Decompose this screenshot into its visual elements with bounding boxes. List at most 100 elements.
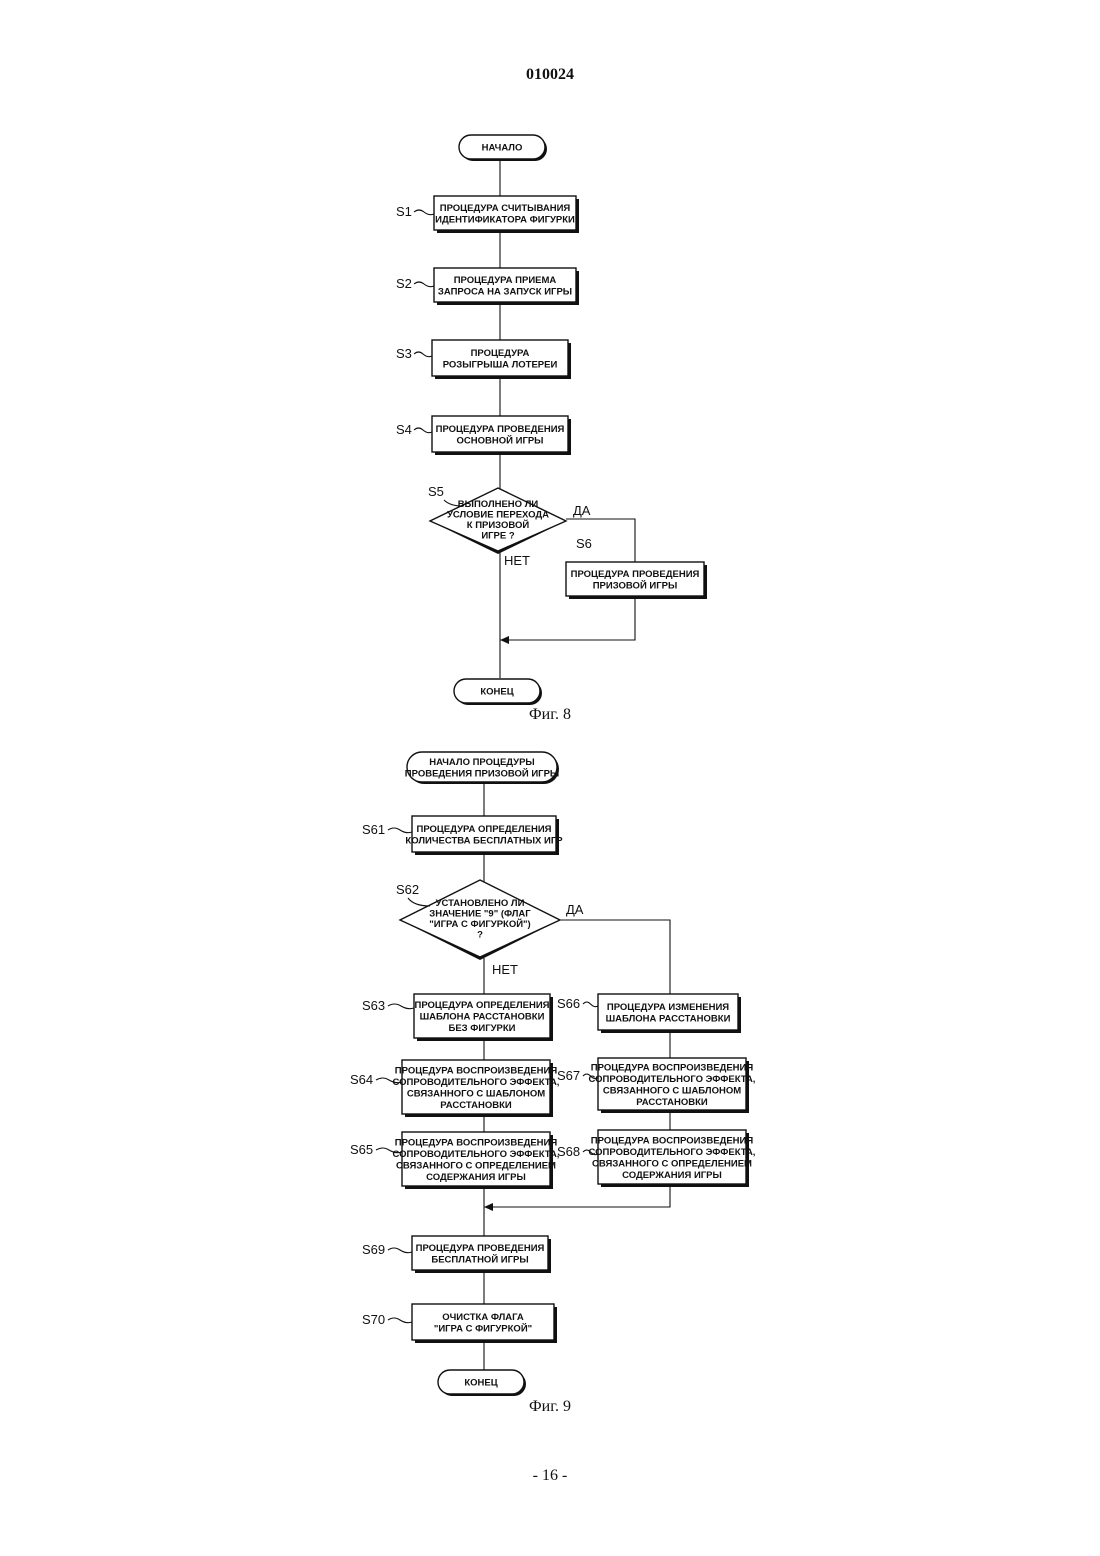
node-text-line: СОДЕРЖАНИЯ ИГРЫ xyxy=(426,1172,526,1183)
fig9-merge-arrow xyxy=(484,1203,493,1211)
decision-no-label: НЕТ xyxy=(504,553,530,568)
s5-decision: ВЫПОЛНЕНО ЛИУСЛОВИЕ ПЕРЕХОДАК ПРИЗОВОЙИГ… xyxy=(430,488,566,554)
node-text-line: СОПРОВОДИТЕЛЬНОГО ЭФФЕКТА, xyxy=(589,1074,756,1085)
node-text-line: "ИГРА С ФИГУРКОЙ" xyxy=(434,1322,532,1334)
node-text-line: ПРОВЕДЕНИЯ ПРИЗОВОЙ ИГРЫ xyxy=(405,767,559,779)
node-text-line: СОДЕРЖАНИЯ ИГРЫ xyxy=(622,1170,722,1181)
step-label-s64: S64 xyxy=(350,1072,373,1087)
step-label-s4: S4 xyxy=(396,422,412,437)
node-text-line: СВЯЗАННОГО С ОПРЕДЕЛЕНИЕМ xyxy=(396,1160,556,1171)
fig9-start-terminator: НАЧАЛО ПРОЦЕДУРЫПРОВЕДЕНИЯ ПРИЗОВОЙ ИГРЫ xyxy=(405,752,559,784)
node-text-line: К ПРИЗОВОЙ xyxy=(467,519,530,531)
node-text-line: ПРОЦЕДУРА ПРОВЕДЕНИЯ xyxy=(416,1243,545,1254)
node-text-line: НАЧАЛО ПРОЦЕДУРЫ xyxy=(429,757,534,768)
node-text-line: СОПРОВОДИТЕЛЬНОГО ЭФФЕКТА, xyxy=(393,1077,560,1088)
s61-process-box: ПРОЦЕДУРА ОПРЕДЕЛЕНИЯКОЛИЧЕСТВА БЕСПЛАТН… xyxy=(405,816,563,855)
node-text-line: НАЧАЛО xyxy=(482,143,523,154)
step-label-s62: S62 xyxy=(396,882,419,897)
step-label-s66: S66 xyxy=(557,996,580,1011)
step-label-s67: S67 xyxy=(557,1068,580,1083)
fig9-caption: Фиг. 9 xyxy=(500,1398,600,1416)
step-label-s62-leader xyxy=(408,898,430,906)
node-text-line: ПРОЦЕДУРА ВОСПРОИЗВЕДЕНИЯ xyxy=(591,1062,754,1073)
node-text-line: СОПРОВОДИТЕЛЬНОГО ЭФФЕКТА, xyxy=(589,1147,756,1158)
node-text-line: УСЛОВИЕ ПЕРЕХОДА xyxy=(447,509,549,520)
s64-process-box: ПРОЦЕДУРА ВОСПРОИЗВЕДЕНИЯСОПРОВОДИТЕЛЬНО… xyxy=(393,1060,560,1117)
node-text-line: ПРОЦЕДУРА ИЗМЕНЕНИЯ xyxy=(607,1002,729,1013)
decision-yes-label: ДА xyxy=(573,503,591,518)
node-text-line: ПРОЦЕДУРА СЧИТЫВАНИЯ xyxy=(440,203,571,214)
node-text-line: ПРОЦЕДУРА ВОСПРОИЗВЕДЕНИЯ xyxy=(395,1065,558,1076)
fig9-end-terminator: КОНЕЦ xyxy=(438,1370,526,1396)
s2-process-box: ПРОЦЕДУРА ПРИЕМАЗАПРОСА НА ЗАПУСК ИГРЫ xyxy=(434,268,579,305)
step-label-s61: S61 xyxy=(362,822,385,837)
node-text-line: РАССТАНОВКИ xyxy=(440,1100,512,1111)
node-text-line: БЕЗ ФИГУРКИ xyxy=(449,1023,516,1034)
step-label-s69: S69 xyxy=(362,1242,385,1257)
step-label-s68: S68 xyxy=(557,1144,580,1159)
step-label-s70: S70 xyxy=(362,1312,385,1327)
step-label-s69-leader xyxy=(388,1248,412,1253)
step-label-s70-leader xyxy=(388,1318,412,1323)
step-label-s6: S6 xyxy=(576,536,592,551)
fig8-end-terminator: КОНЕЦ xyxy=(454,679,542,705)
node-text-line: ЗАПРОСА НА ЗАПУСК ИГРЫ xyxy=(438,286,572,297)
node-text-line: ПРОЦЕДУРА ПРИЕМА xyxy=(454,275,557,286)
fig8-caption: Фиг. 8 xyxy=(500,706,600,724)
node-text-line: ОЧИСТКА ФЛАГА xyxy=(442,1312,524,1323)
node-text-line: БЕСПЛАТНОЙ ИГРЫ xyxy=(431,1253,528,1265)
node-text-line: ШАБЛОНА РАССТАНОВКИ xyxy=(606,1013,731,1024)
step-label-s1-leader xyxy=(414,210,434,215)
step-label-s61-leader xyxy=(388,828,412,833)
s4-process-box: ПРОЦЕДУРА ПРОВЕДЕНИЯОСНОВНОЙ ИГРЫ xyxy=(432,416,571,455)
decision-no-label: НЕТ xyxy=(492,962,518,977)
node-text-line: ? xyxy=(477,929,483,940)
step-label-s3-leader xyxy=(414,352,432,357)
step-label-s3: S3 xyxy=(396,346,412,361)
s65-process-box: ПРОЦЕДУРА ВОСПРОИЗВЕДЕНИЯСОПРОВОДИТЕЛЬНО… xyxy=(393,1132,560,1189)
fig8-merge-arrow xyxy=(500,636,509,644)
s70-process-box: ОЧИСТКА ФЛАГА"ИГРА С ФИГУРКОЙ" xyxy=(412,1304,557,1343)
step-label-s2: S2 xyxy=(396,276,412,291)
node-text-line: ПРИЗОВОЙ ИГРЫ xyxy=(593,579,678,591)
node-text-line: ШАБЛОНА РАССТАНОВКИ xyxy=(420,1012,545,1023)
node-text-line: КОНЕЦ xyxy=(480,687,513,698)
node-text-line: СОПРОВОДИТЕЛЬНОГО ЭФФЕКТА, xyxy=(393,1149,560,1160)
step-label-s5: S5 xyxy=(428,484,444,499)
fig8-merge-line xyxy=(500,596,635,640)
node-text-line: КОЛИЧЕСТВА БЕСПЛАТНЫХ ИГР xyxy=(405,835,563,846)
node-text-line: ПРОЦЕДУРА xyxy=(471,348,530,359)
step-label-s66-leader xyxy=(583,1002,598,1007)
node-text-line: ПРОЦЕДУРА ВОСПРОИЗВЕДЕНИЯ xyxy=(395,1137,558,1148)
s3-process-box: ПРОЦЕДУРАРОЗЫГРЫША ЛОТЕРЕИ xyxy=(432,340,571,379)
node-text-line: КОНЕЦ xyxy=(464,1378,497,1389)
s1-process-box: ПРОЦЕДУРА СЧИТЫВАНИЯИДЕНТИФИКАТОРА ФИГУР… xyxy=(434,196,579,233)
page-number: - 16 - xyxy=(0,1467,1100,1485)
node-text-line: ПРОЦЕДУРА ОПРЕДЕЛЕНИЯ xyxy=(416,824,551,835)
step-label-s63-leader xyxy=(388,1004,414,1009)
s69-process-box: ПРОЦЕДУРА ПРОВЕДЕНИЯБЕСПЛАТНОЙ ИГРЫ xyxy=(412,1236,551,1273)
node-text-line: ПРОЦЕДУРА ПРОВЕДЕНИЯ xyxy=(436,424,565,435)
s62-decision: УСТАНОВЛЕНО ЛИЗНАЧЕНИЕ "9" (ФЛАГ"ИГРА С … xyxy=(400,880,560,960)
decision-yes-label: ДА xyxy=(566,902,584,917)
step-label-s2-leader xyxy=(414,282,434,287)
fig8-start-terminator: НАЧАЛО xyxy=(459,135,547,161)
step-label-s1: S1 xyxy=(396,204,412,219)
node-text-line: СВЯЗАННОГО С ШАБЛОНОМ xyxy=(603,1085,741,1096)
node-text-line: ПРОЦЕДУРА ПРОВЕДЕНИЯ xyxy=(571,569,700,580)
node-text-line: "ИГРА С ФИГУРКОЙ") xyxy=(429,918,530,930)
node-text-line: РОЗЫГРЫША ЛОТЕРЕИ xyxy=(443,359,558,370)
node-text-line: РАССТАНОВКИ xyxy=(636,1097,708,1108)
node-text-line: УСТАНОВЛЕНО ЛИ xyxy=(436,898,525,909)
node-text-line: ИГРЕ ? xyxy=(481,530,515,541)
node-text-line: ИДЕНТИФИКАТОРА ФИГУРКИ xyxy=(435,214,575,225)
s68-process-box: ПРОЦЕДУРА ВОСПРОИЗВЕДЕНИЯСОПРОВОДИТЕЛЬНО… xyxy=(589,1130,756,1187)
step-label-s65: S65 xyxy=(350,1142,373,1157)
node-text-line: ПРОЦЕДУРА ВОСПРОИЗВЕДЕНИЯ xyxy=(591,1135,754,1146)
node-text-line: СВЯЗАННОГО С ОПРЕДЕЛЕНИЕМ xyxy=(592,1158,752,1169)
fig9-yes-branch xyxy=(560,920,670,994)
step-label-s4-leader xyxy=(414,428,432,433)
node-text-line: СВЯЗАННОГО С ШАБЛОНОМ xyxy=(407,1088,545,1099)
